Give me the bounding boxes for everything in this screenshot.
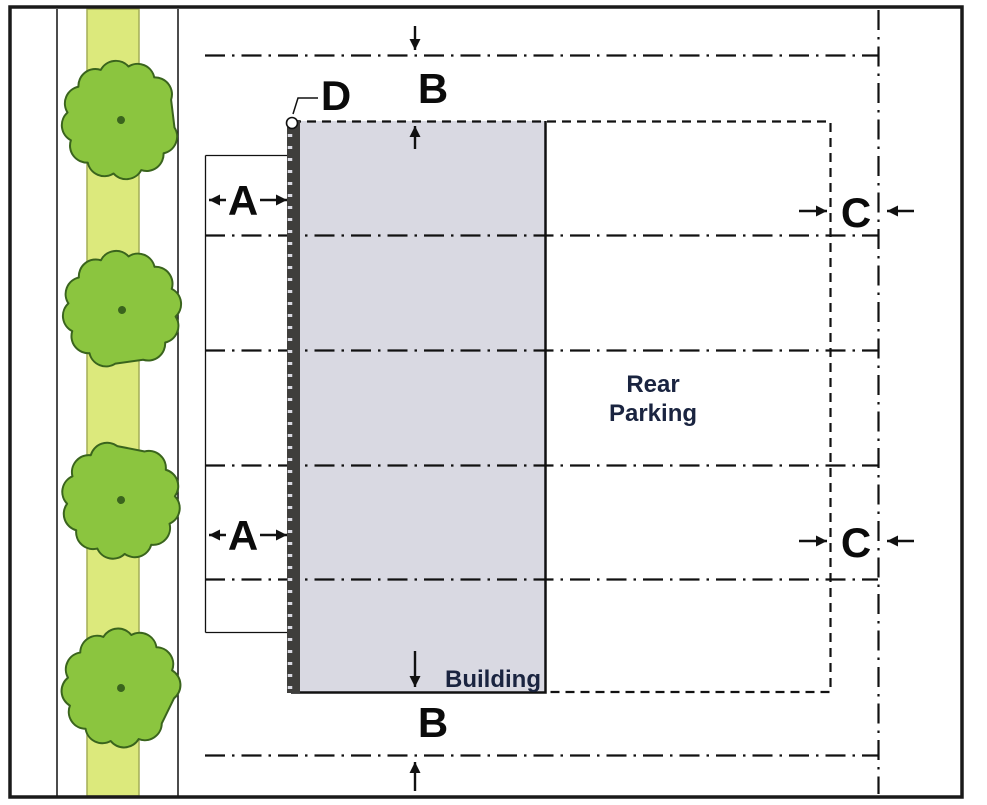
- rear-parking-line2: Parking: [609, 400, 697, 427]
- rear-parking-line1: Rear: [626, 371, 679, 398]
- dim-label-c-lower: C: [841, 519, 871, 566]
- dim-label-c-upper: C: [841, 189, 871, 236]
- dim-label-d: D: [321, 72, 351, 119]
- lot-lines: [205, 10, 880, 794]
- dim-label-a-upper: A: [228, 177, 258, 224]
- rear-parking-label: Rear Parking: [609, 371, 697, 427]
- dim-label-a-lower: A: [228, 512, 258, 559]
- diagram-frame: [8, 5, 964, 799]
- dim-label-b-top: B: [418, 65, 448, 112]
- frontage-band: [287, 120, 300, 693]
- label-d-leader-line: [292, 97, 318, 115]
- building-footprint: [292, 121, 545, 692]
- building-outline: [291, 121, 547, 694]
- building-label: Building: [445, 666, 541, 693]
- dim-label-b-bottom: B: [418, 699, 448, 746]
- setback-dashed-outline: [292, 120, 832, 694]
- frontage-marker-circle: [285, 116, 299, 130]
